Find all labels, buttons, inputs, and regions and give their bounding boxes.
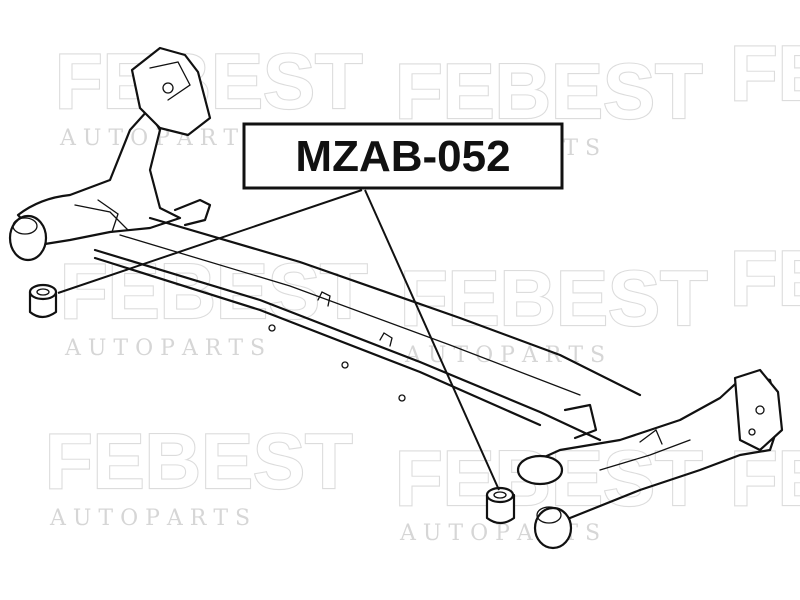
right-mount-hole bbox=[755, 405, 765, 415]
left-trailing-arm bbox=[16, 108, 182, 246]
beam-lower-edge bbox=[93, 248, 602, 442]
left-arm-detail bbox=[74, 204, 129, 231]
part-number-box bbox=[242, 122, 564, 190]
watermark-tagline: A U T O P A R T S bbox=[64, 336, 265, 361]
right-arm-bushing-eye bbox=[533, 506, 573, 550]
watermark-brand: FEBEST bbox=[730, 234, 800, 322]
left-mount-hole bbox=[162, 82, 174, 94]
right-hub-bushing bbox=[516, 454, 564, 486]
watermark-brand: FEBEST bbox=[730, 29, 800, 117]
part-number-label: MZAB-052 bbox=[242, 122, 564, 190]
right-spring-mount bbox=[733, 368, 784, 452]
rear-axle-beam bbox=[8, 46, 784, 550]
left-mount-detail bbox=[149, 61, 191, 101]
watermark-brand: FEBEST bbox=[55, 37, 363, 125]
beam-bottom-flange bbox=[93, 256, 542, 427]
beam-bolt bbox=[268, 324, 276, 332]
bushing-part-left bbox=[28, 283, 58, 319]
watermark-tagline: A U T O P A R T S bbox=[49, 506, 250, 531]
left-bracket bbox=[173, 198, 212, 227]
part-number-text: MZAB-052 bbox=[295, 132, 510, 181]
right-mount-hole bbox=[748, 428, 756, 436]
beam-tab bbox=[379, 332, 393, 347]
watermark-brand: FEBEST bbox=[395, 47, 703, 135]
beam-bolt bbox=[398, 394, 406, 402]
left-arm-bushing-inner bbox=[12, 217, 38, 235]
beam-bolt bbox=[341, 361, 349, 369]
beam-tab bbox=[317, 291, 331, 307]
right-arm-detail bbox=[639, 428, 663, 445]
bushing-part-right bbox=[485, 486, 516, 525]
beam-top-edge bbox=[148, 216, 642, 397]
right-bracket bbox=[563, 403, 598, 440]
leader-line-left bbox=[57, 189, 363, 294]
leader-line-right bbox=[364, 189, 500, 491]
watermark-brand: FEBEST bbox=[730, 434, 800, 522]
watermark-layer: FEBEST A U T O P A R T S FEBEST A U T O … bbox=[44, 28, 800, 546]
left-arm-bushing-eye bbox=[8, 214, 48, 262]
left-arm-detail bbox=[97, 199, 119, 233]
right-arm-detail bbox=[599, 439, 691, 471]
right-arm-bushing-inner bbox=[536, 506, 562, 524]
watermark-tagline: A U T O P A R T S bbox=[404, 343, 605, 368]
watermark-brand: FEBEST bbox=[45, 417, 353, 505]
beam-crease bbox=[119, 234, 581, 396]
watermark-brand: FEBEST bbox=[60, 247, 368, 335]
watermark-brand: FEBEST bbox=[400, 254, 708, 342]
